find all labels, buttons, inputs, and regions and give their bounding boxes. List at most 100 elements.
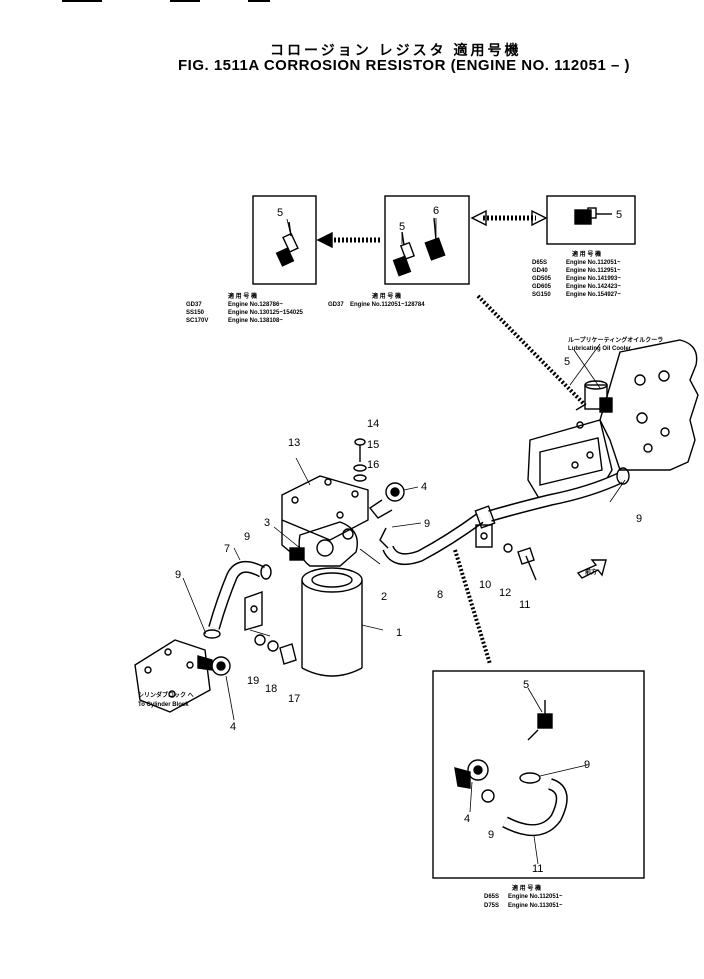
callout-7: 7 — [224, 543, 230, 555]
fitting-left-inset — [275, 221, 299, 267]
arrow-left-head — [316, 231, 333, 249]
callout-18: 18 — [265, 683, 277, 695]
leader-top — [476, 294, 587, 407]
mount-plate — [244, 591, 297, 665]
hose-7 — [203, 560, 272, 639]
oil-cooler-fitting — [575, 380, 613, 413]
cylinder-block-label-jp: シリンダブロック へ — [138, 691, 194, 699]
inset-left-row-2-text: Engine No.130125~154025 — [228, 310, 304, 316]
inset-left-row-3-text: Engine No.138108~ — [228, 318, 283, 324]
top-rule-1 — [62, 0, 102, 2]
callout-11: 11 — [519, 599, 530, 611]
inset-right-row-2-text: Engine No.112951~ — [566, 268, 621, 274]
inset-left-header: 適 用 号 機 — [228, 292, 257, 300]
callout-1: 1 — [396, 627, 402, 639]
inset-bottom-header: 適 用 号 機 — [512, 884, 541, 892]
callout-9-head: 9 — [424, 518, 430, 530]
arrow-right-head-right — [531, 209, 548, 227]
inset-center-header: 適 用 号 機 — [372, 292, 401, 300]
callout-6: 6 — [433, 205, 439, 217]
bolt-14 — [353, 438, 367, 482]
callout-4-bottom: 4 — [464, 813, 470, 825]
filter-head-2 — [289, 521, 358, 567]
callout-19: 19 — [247, 675, 259, 687]
hose-8 — [382, 467, 630, 566]
callout-numbers: 5 5 6 5 5 14 15 16 13 4 3 9 9 7 9 9 2 1 … — [175, 205, 642, 875]
elbow-9-head — [379, 527, 389, 549]
front-mark-label: 前方 — [585, 568, 597, 576]
figure-title-japanese: コロージョン レジスタ 適用号機 — [270, 42, 522, 58]
inset-right-row-2-model: GD40 — [532, 268, 548, 274]
inset-bottom-row-1-text: Engine No.112051~ — [508, 894, 563, 900]
callout-10: 10 — [479, 579, 491, 591]
inset-left-table: 適 用 号 機 GD37 Engine No.128786~ SS150 Eng… — [186, 292, 304, 324]
inset-right-row-5-text: Engine No.154927~ — [566, 292, 621, 298]
inset-bottom-row-2-text: Engine No.113051~ — [508, 903, 563, 909]
inset-right-table: 適 用 号 機 D65S Engine No.112051~ GD40 Engi… — [532, 250, 621, 298]
callout-5-left: 5 — [277, 207, 283, 219]
inset-right-row-1-model: D65S — [532, 260, 547, 266]
filter-cartridge-1 — [301, 567, 363, 677]
callout-9-bottom-right: 9 — [584, 759, 590, 771]
callout-5-bottom: 5 — [523, 679, 529, 691]
callout-4-upper: 4 — [421, 481, 427, 493]
inset-right-row-4-model: GD605 — [532, 284, 552, 290]
callout-5-right: 5 — [616, 209, 622, 221]
callout-8: 8 — [437, 589, 443, 601]
inset-left-box — [252, 195, 317, 285]
callout-4-lower: 4 — [230, 721, 236, 733]
callout-9-hose: 9 — [244, 531, 250, 543]
top-rule-3 — [248, 0, 270, 2]
front-arrow — [576, 559, 607, 579]
callout-9-bottom: 9 — [488, 829, 494, 841]
callout-2: 2 — [381, 591, 387, 603]
fittings-center-inset — [392, 217, 446, 277]
callout-9-cooler: 9 — [636, 513, 642, 525]
clamp-assembly — [475, 524, 537, 581]
inset-bottom-box — [432, 670, 645, 879]
inset-right-box — [546, 195, 636, 245]
callout-5-center: 5 — [399, 221, 405, 233]
lube-cooler-label: Lubricating Oil Cooler — [568, 346, 632, 352]
callout-3: 3 — [264, 517, 270, 529]
inset-bottom-row-2-model: D75S — [484, 903, 499, 909]
inset-right-row-5-model: SG150 — [532, 292, 551, 298]
inset-bottom-row-1-model: D65S — [484, 894, 499, 900]
inset-center-box — [384, 195, 470, 285]
cylinder-block-label: To Cylinder Block — [138, 702, 189, 708]
callout-5-cooler: 5 — [564, 356, 570, 368]
valve-4-lower — [197, 655, 231, 676]
callout-12: 12 — [499, 587, 511, 599]
bottom-inset-parts — [454, 700, 568, 836]
inset-right-row-3-text: Engine No.141993~ — [566, 276, 621, 282]
inset-left-row-1-text: Engine No.128786~ — [228, 302, 283, 308]
callout-17: 17 — [288, 693, 300, 705]
inset-left-row-1-model: GD37 — [186, 302, 202, 308]
callout-16: 16 — [367, 459, 379, 471]
callout-14: 14 — [367, 418, 379, 430]
valve-4-upper — [368, 482, 405, 519]
cylinder-block-plate — [134, 639, 211, 713]
callout-11-bottom: 11 — [532, 863, 543, 875]
callout-13: 13 — [288, 437, 300, 449]
lube-cooler-label-jp: ループリケーティングオイルクーラ — [568, 336, 663, 344]
inset-left-row-3-model: SC170V — [186, 318, 208, 324]
inset-center-row-1-text: Engine No.112051~128784 — [350, 302, 425, 308]
callout-leaders — [182, 213, 626, 865]
misc-labels: ループリケーティングオイルクーラ Lubricating Oil Cooler … — [138, 336, 663, 708]
fitting-right-inset — [574, 207, 612, 225]
inset-right-row-4-text: Engine No.142423~ — [566, 284, 621, 290]
arrow-right-head-left — [470, 209, 487, 227]
inset-right-header: 適 用 号 機 — [572, 250, 601, 258]
inset-left-row-2-model: SS150 — [186, 310, 205, 316]
inset-right-row-1-text: Engine No.112051~ — [566, 260, 621, 266]
inset-right-row-3-model: GD505 — [532, 276, 552, 282]
top-rule-2 — [170, 0, 200, 2]
inset-center-table: 適 用 号 機 GD37 Engine No.112051~128784 — [328, 292, 425, 308]
figure-title: FIG. 1511A CORROSION RESISTOR (ENGINE NO… — [178, 57, 630, 74]
inset-bottom-table: 適 用 号 機 D65S Engine No.112051~ D75S Engi… — [484, 884, 563, 909]
callout-15: 15 — [367, 439, 379, 451]
leader-bottom — [453, 549, 492, 665]
inset-center-row-1-model: GD37 — [328, 302, 344, 308]
